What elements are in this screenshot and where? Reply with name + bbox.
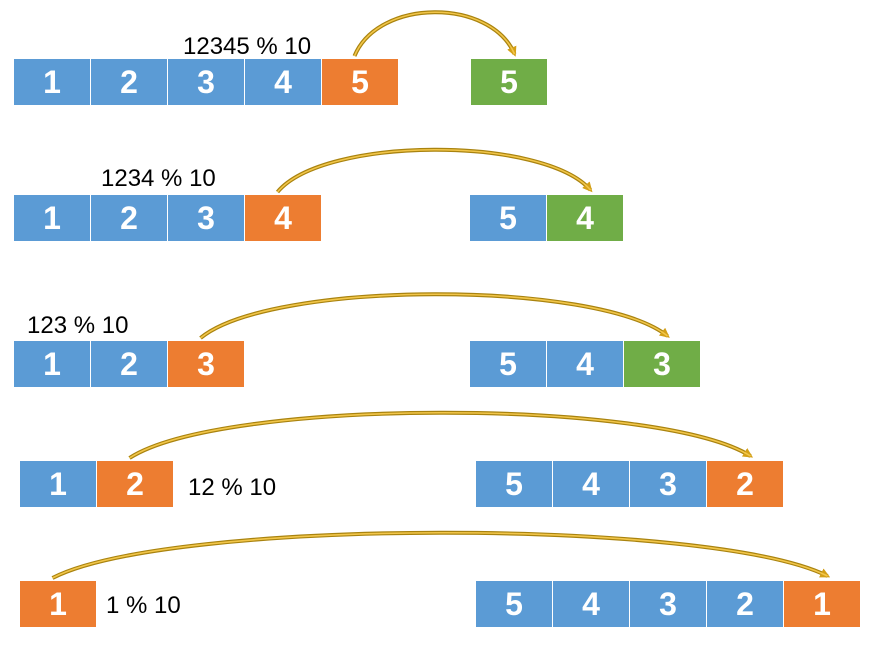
extracted-digit-cell: 1 <box>19 580 97 628</box>
result-digit-cell: 3 <box>629 580 707 628</box>
result-digit-cell: 4 <box>552 460 630 508</box>
new-result-digit-cell: 5 <box>470 58 548 106</box>
source-digit-cell: 3 <box>167 58 245 106</box>
transfer-arrow-highlight <box>52 531 828 579</box>
transfer-arrow-highlight <box>129 411 751 459</box>
transfer-arrow <box>128 410 754 460</box>
transfer-arrow-highlight <box>199 293 668 339</box>
result-digit-cell: 5 <box>469 194 547 242</box>
extracted-digit-cell: 5 <box>321 58 399 106</box>
result-digit-cell: 5 <box>469 340 547 388</box>
result-digit-cell: 5 <box>475 580 553 628</box>
modulo-label: 123 % 10 <box>27 312 129 339</box>
transfer-arrow <box>199 292 670 340</box>
source-digit-cell: 2 <box>90 58 168 106</box>
transfer-arrow <box>51 530 831 580</box>
transfer-arrow <box>275 147 593 194</box>
new-result-digit-cell: 2 <box>706 460 784 508</box>
source-digit-cell: 1 <box>13 340 91 388</box>
source-digit-cell: 2 <box>90 340 168 388</box>
source-digit-cell: 1 <box>13 194 91 242</box>
source-digit-cell: 4 <box>244 58 322 106</box>
source-digit-cell: 1 <box>13 58 91 106</box>
transfer-arrow <box>352 10 517 57</box>
transfer-arrow-highlight <box>353 11 516 57</box>
modulo-label: 12 % 10 <box>188 474 277 501</box>
modulo-label: 12345 % 10 <box>183 33 312 60</box>
extracted-digit-cell: 4 <box>244 194 322 242</box>
source-digit-cell: 3 <box>167 194 245 242</box>
result-digit-cell: 2 <box>706 580 784 628</box>
modulo-label: 1234 % 10 <box>101 165 216 192</box>
source-digit-cell: 1 <box>19 460 97 508</box>
result-digit-cell: 5 <box>475 460 553 508</box>
source-digit-cell: 2 <box>90 194 168 242</box>
new-result-digit-cell: 4 <box>546 194 624 242</box>
result-digit-cell: 4 <box>552 580 630 628</box>
new-result-digit-cell: 1 <box>783 580 861 628</box>
modulo-label: 1 % 10 <box>106 592 181 619</box>
new-result-digit-cell: 3 <box>623 340 701 388</box>
result-digit-cell: 4 <box>546 340 624 388</box>
result-digit-cell: 3 <box>629 460 707 508</box>
extracted-digit-cell: 3 <box>167 340 245 388</box>
extracted-digit-cell: 2 <box>96 460 174 508</box>
transfer-arrow-highlight <box>276 148 592 193</box>
